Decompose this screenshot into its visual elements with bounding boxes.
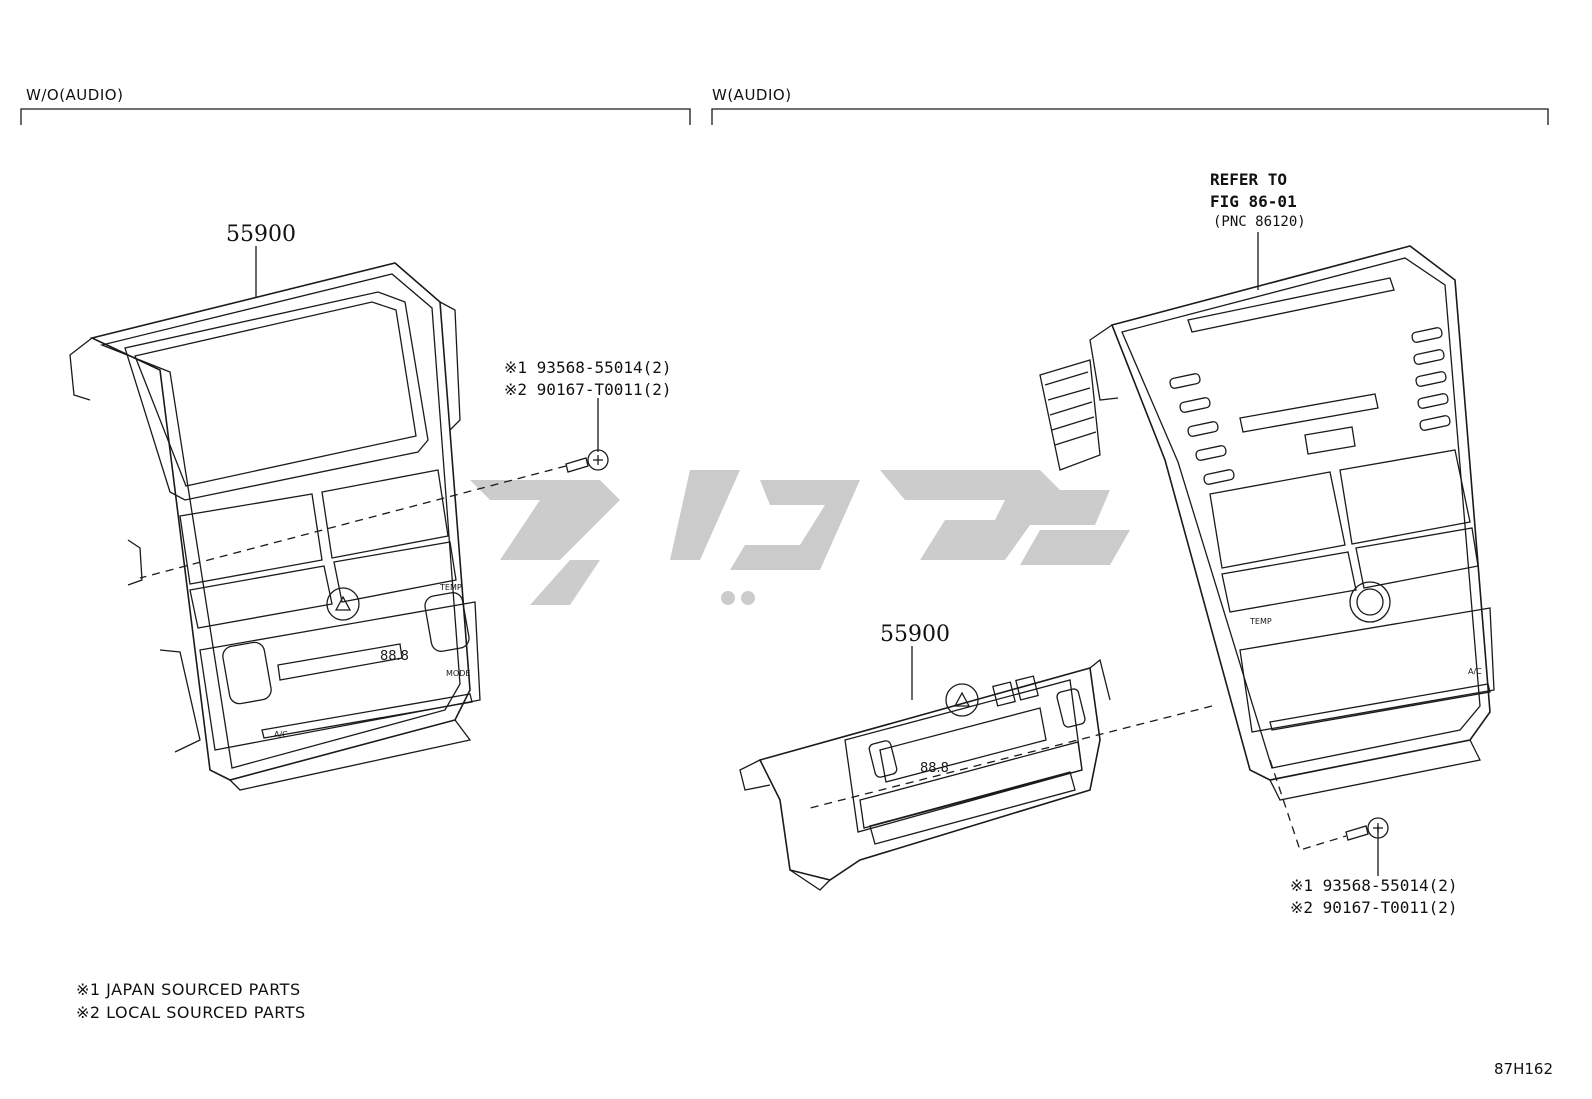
left-display-readout: 88.8 — [380, 649, 409, 664]
line-art — [20, 108, 1549, 891]
legend-note-japan: ※1 JAPAN SOURCED PARTS — [76, 980, 301, 999]
figure-id: 87H162 — [1494, 1060, 1553, 1078]
left-mode-label: MODE — [446, 669, 470, 678]
screw-right-line-2: ※2 90167-T0011(2) — [1290, 898, 1458, 917]
watermark-logo — [470, 470, 1130, 605]
legend-note-local: ※2 LOCAL SOURCED PARTS — [76, 1003, 306, 1022]
screw-left — [565, 449, 609, 473]
left-ac-label: A/C — [274, 730, 288, 739]
left-panel-drawing — [69, 262, 481, 791]
bracket-left — [20, 108, 691, 125]
screw-left-line-2: ※2 90167-T0011(2) — [504, 380, 672, 399]
refer-line-1: REFER TO — [1210, 170, 1288, 189]
bracket-right — [711, 108, 1549, 125]
left-temp-label: TEMP — [439, 583, 462, 592]
right-ac-label: A/C — [1468, 667, 1482, 676]
section-label-with-audio: W(AUDIO) — [712, 86, 792, 104]
section-label-without-audio: W/O(AUDIO) — [26, 86, 124, 104]
screw-right — [1345, 817, 1389, 841]
center-module-drawing — [739, 658, 1111, 891]
center-display-readout: 88.8 — [920, 761, 949, 776]
right-temp-label: TEMP — [1249, 617, 1272, 626]
part-number-left-unit: 55900 — [226, 222, 296, 247]
refer-line-2: FIG 86-01 — [1210, 192, 1297, 211]
screw-right-line-1: ※1 93568-55014(2) — [1290, 876, 1458, 895]
refer-line-3: (PNC 86120) — [1213, 214, 1306, 230]
part-number-center-unit: 55900 — [880, 622, 950, 647]
right-panel-drawing — [1039, 245, 1495, 801]
screw-left-line-1: ※1 93568-55014(2) — [504, 358, 672, 377]
